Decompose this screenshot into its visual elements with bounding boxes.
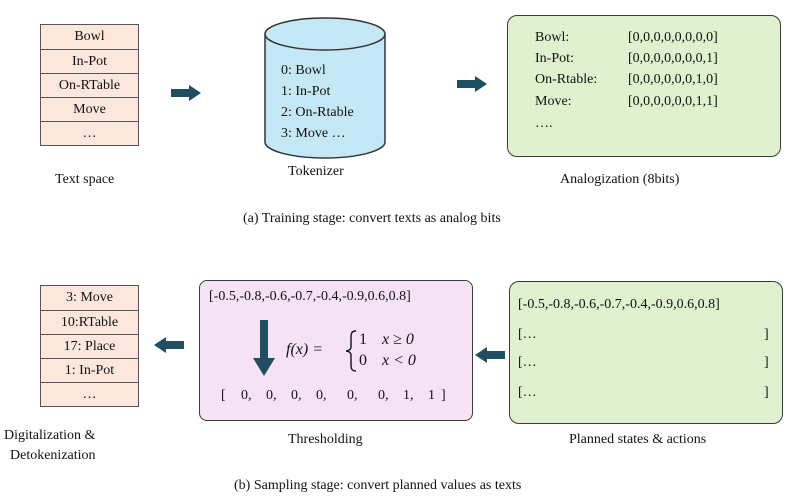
tokenizer-caption: Tokenizer [288, 164, 344, 179]
training-stage-caption: (a) Training stage: convert texts as ana… [243, 211, 501, 226]
thresholding-caption: Thresholding [288, 432, 363, 447]
analog-ellipsis: …. [535, 116, 553, 131]
planned-row-close: ] [764, 355, 769, 370]
analog-label: On-Rtable: [535, 72, 598, 87]
planned-row-close: ] [764, 385, 769, 400]
planned-row-open: [… [518, 355, 537, 370]
function-lhs: f(x) = [286, 341, 323, 358]
right-arrow-icon [457, 76, 487, 92]
left-arrow-icon [154, 337, 184, 353]
detok-caption-line2: Detokenization [10, 448, 96, 463]
output-bit: 0, [241, 388, 252, 403]
output-bit: 0, [266, 388, 277, 403]
tokenizer-entry: 3: Move … [281, 126, 346, 141]
thresholding-box [199, 280, 473, 421]
down-arrow-icon [253, 320, 275, 376]
output-bit: 0, [378, 388, 389, 403]
text-space-stack: Bowl In-Pot On-RTable Move … [40, 24, 139, 146]
output-bit: 0, [291, 388, 302, 403]
detok-item: 17: Place [41, 334, 138, 358]
detok-caption-line1: Digitalization & [4, 428, 96, 443]
text-space-caption: Text space [55, 172, 115, 187]
analog-bits: [0,0,0,0,0,0,1,1] [628, 94, 718, 109]
case1-value: 1 [359, 331, 367, 348]
case2-condition: x < 0 [382, 352, 416, 369]
text-space-item: Move [41, 97, 138, 121]
left-arrow-icon [475, 347, 505, 363]
output-bit: 1, [403, 388, 414, 403]
tokenizer-cylinder [264, 17, 386, 159]
right-arrow-icon [171, 85, 201, 101]
analog-bits: [0,0,0,0,0,0,0,0] [628, 30, 718, 45]
analogization-caption: Analogization (8bits) [560, 172, 680, 187]
analog-label: Bowl: [535, 30, 570, 45]
output-bit: 0, [347, 388, 358, 403]
analogization-box [507, 15, 781, 157]
output-bit: 1 [428, 388, 435, 403]
sampling-stage-caption: (b) Sampling stage: convert planned valu… [234, 478, 522, 493]
detok-item: 10:RTable [41, 310, 138, 334]
planned-row-open: [… [518, 385, 537, 400]
analog-label: Move: [535, 94, 572, 109]
analog-bits: [0,0,0,0,0,0,1,0] [628, 72, 718, 87]
text-space-item: Bowl [74, 29, 105, 44]
analog-label: In-Pot: [535, 51, 574, 66]
planned-row-open: [… [518, 327, 537, 342]
text-space-item: … [41, 121, 138, 145]
detok-item: 1: In-Pot [41, 358, 138, 382]
planned-caption: Planned states & actions [569, 432, 707, 447]
case1-condition: x ≥ 0 [382, 331, 414, 348]
planned-first-row: [-0.5,-0.8,-0.6,-0.7,-0.4,-0.9,0.6,0.8] [518, 297, 720, 312]
analog-bits: [0,0,0,0,0,0,0,1] [628, 51, 718, 66]
planned-states-box [509, 281, 783, 424]
threshold-input-vector: [-0.5,-0.8,-0.6,-0.7,-0.4,-0.9,0.6,0.8] [209, 289, 411, 304]
detokenization-stack: 3: Move 10:RTable 17: Place 1: In-Pot … [40, 285, 139, 407]
output-open-bracket: [ [221, 388, 226, 403]
planned-row-close: ] [764, 327, 769, 342]
case2-value: 0 [359, 352, 367, 369]
curly-brace [345, 330, 357, 372]
text-space-item: On-RTable [41, 73, 138, 97]
output-close-bracket: ] [441, 388, 446, 403]
output-bit: 0, [316, 388, 327, 403]
tokenizer-entry: 0: Bowl [281, 63, 326, 78]
tokenizer-entry: 2: On-Rtable [281, 105, 354, 120]
text-space-item: In-Pot [41, 49, 138, 73]
tokenizer-entry: 1: In-Pot [281, 84, 331, 99]
detok-item: 3: Move [65, 290, 114, 305]
detok-item: … [41, 382, 138, 406]
